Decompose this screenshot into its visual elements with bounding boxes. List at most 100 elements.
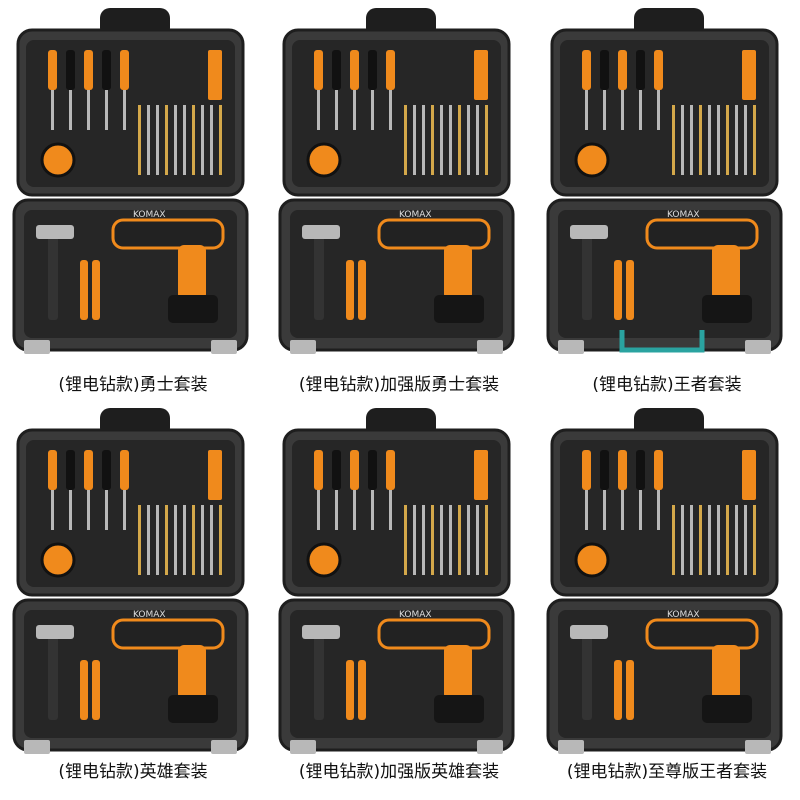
screwdriver bbox=[120, 50, 129, 90]
toolbox-image: KOMAX bbox=[546, 8, 783, 354]
toolbox-image: KOMAX bbox=[12, 408, 249, 754]
kit-caption: (锂电钻款)勇士套装 bbox=[58, 375, 208, 395]
drill-bit bbox=[183, 505, 186, 575]
tape-measure bbox=[40, 142, 76, 178]
lid-tray bbox=[560, 440, 769, 587]
kit-caption: (锂电钻款)加强版英雄套装 bbox=[298, 762, 500, 782]
toolbox-image: KOMAX bbox=[278, 408, 515, 754]
drill-grip bbox=[178, 645, 206, 700]
drill-bit bbox=[708, 505, 711, 575]
hammer-head bbox=[302, 225, 340, 239]
spirit-level bbox=[208, 50, 222, 100]
drill-bit bbox=[219, 505, 222, 575]
screwdriver bbox=[84, 50, 93, 90]
kit-card-6[interactable]: KOMAX (锂电钻款)至尊版王者套装 bbox=[534, 400, 800, 800]
spirit-level bbox=[742, 50, 756, 100]
drill-body bbox=[377, 618, 491, 650]
drill-bit bbox=[413, 505, 416, 575]
kit-caption: (锂电钻款)加强版勇士套装 bbox=[298, 375, 500, 395]
latch bbox=[558, 340, 584, 354]
drill-battery bbox=[702, 295, 752, 323]
drill-bit bbox=[449, 505, 452, 575]
drill-bit bbox=[156, 105, 159, 175]
tape-measure bbox=[574, 542, 610, 578]
screwdriver bbox=[66, 450, 75, 490]
spirit-level bbox=[742, 450, 756, 500]
brand-label: KOMAX bbox=[667, 610, 700, 620]
screwdriver-shaft bbox=[657, 490, 660, 530]
kit-card-1[interactable]: KOMAX (锂电钻款)勇士套装 bbox=[0, 0, 266, 400]
hammer-handle bbox=[582, 230, 592, 320]
kit-card-5[interactable]: KOMAX (锂电钻款)加强版英雄套装 bbox=[266, 400, 532, 800]
kit-card-3[interactable]: KOMAX (锂电钻款)王者套装 bbox=[534, 0, 800, 400]
spirit-level bbox=[474, 450, 488, 500]
drill-battery bbox=[168, 295, 218, 323]
screwdriver-shaft bbox=[639, 90, 642, 130]
hammer-handle bbox=[314, 630, 324, 720]
pliers bbox=[614, 660, 622, 720]
screwdriver-shaft bbox=[585, 90, 588, 130]
toolbox-image: KOMAX bbox=[278, 8, 515, 354]
brand-label: KOMAX bbox=[133, 210, 166, 220]
drill-bit bbox=[681, 505, 684, 575]
kit-card-4[interactable]: KOMAX (锂电钻款)英雄套装 bbox=[0, 400, 266, 800]
drill-bit bbox=[753, 105, 756, 175]
drill-bit bbox=[681, 105, 684, 175]
drill-bit bbox=[138, 105, 141, 175]
screwdriver-shaft bbox=[123, 490, 126, 530]
screwdriver-shaft bbox=[353, 90, 356, 130]
brand-label: KOMAX bbox=[399, 210, 432, 220]
drill-bit bbox=[404, 505, 407, 575]
screwdriver bbox=[386, 450, 395, 490]
drill-bit bbox=[485, 105, 488, 175]
kit-card-2[interactable]: KOMAX (锂电钻款)加强版勇士套装 bbox=[266, 0, 532, 400]
latch bbox=[477, 340, 503, 354]
hammer-handle bbox=[314, 230, 324, 320]
drill-bit bbox=[404, 105, 407, 175]
lid-tray bbox=[292, 40, 501, 187]
drill-bit bbox=[174, 505, 177, 575]
teal-handle bbox=[619, 330, 705, 353]
drill-bit bbox=[717, 505, 720, 575]
drill-bit bbox=[422, 105, 425, 175]
drill-bit bbox=[431, 105, 434, 175]
drill-bit bbox=[201, 105, 204, 175]
screwdriver-shaft bbox=[603, 490, 606, 530]
latch bbox=[558, 740, 584, 754]
latch bbox=[745, 740, 771, 754]
screwdriver bbox=[314, 50, 323, 90]
drill-bit bbox=[174, 105, 177, 175]
drill-bit bbox=[147, 505, 150, 575]
latch bbox=[745, 340, 771, 354]
hammer-handle bbox=[48, 630, 58, 720]
drill-bit bbox=[735, 505, 738, 575]
screwdriver bbox=[582, 450, 591, 490]
drill-bit bbox=[458, 505, 461, 575]
screwdriver bbox=[314, 450, 323, 490]
kit-caption: (锂电钻款)至尊版王者套装 bbox=[566, 762, 768, 782]
drill-bit bbox=[717, 105, 720, 175]
drill-grip bbox=[444, 245, 472, 300]
spirit-level bbox=[208, 450, 222, 500]
pliers bbox=[80, 260, 88, 320]
screwdriver bbox=[368, 50, 377, 90]
latch bbox=[290, 340, 316, 354]
screwdriver-shaft bbox=[603, 90, 606, 130]
drill-bit bbox=[165, 105, 168, 175]
drill-bit bbox=[726, 505, 729, 575]
drill-bit bbox=[219, 105, 222, 175]
drill-bit bbox=[183, 105, 186, 175]
drill-body bbox=[645, 218, 759, 250]
lid-tray bbox=[26, 40, 235, 187]
kit-caption: (锂电钻款)英雄套装 bbox=[58, 762, 208, 782]
drill-bit bbox=[210, 105, 213, 175]
tape-measure bbox=[574, 142, 610, 178]
drill-body bbox=[111, 618, 225, 650]
drill-bit bbox=[440, 105, 443, 175]
drill-bit bbox=[449, 105, 452, 175]
screwdriver-shaft bbox=[317, 90, 320, 130]
pliers bbox=[358, 660, 366, 720]
screwdriver bbox=[120, 450, 129, 490]
screwdriver bbox=[84, 450, 93, 490]
tape-measure bbox=[306, 542, 342, 578]
